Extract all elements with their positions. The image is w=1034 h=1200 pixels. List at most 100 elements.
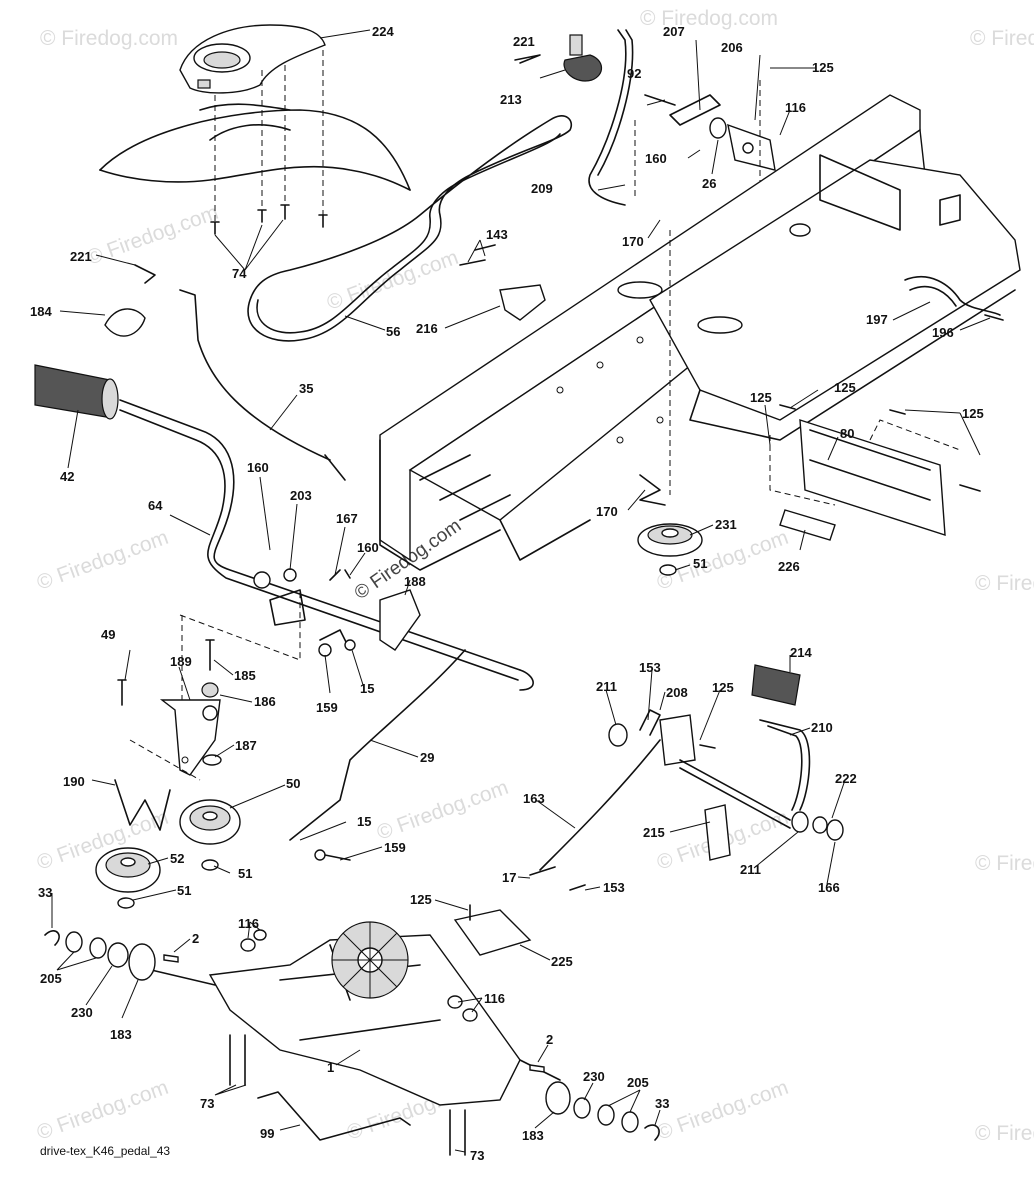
callout-230: 230 [71,1005,93,1020]
plate-189 [117,615,222,781]
watermark-text: © Firedog.com [640,7,778,30]
right-axle-hardware [447,995,660,1141]
watermark-text: © Firedog.com [34,526,172,595]
callout-221: 221 [513,34,535,49]
callout-15-b: 15 [357,814,371,829]
lift-linkage [179,568,421,661]
rod-99 [257,1091,411,1141]
callout-35: 35 [299,381,313,396]
callout-73: 73 [200,1096,214,1111]
callout-99: 99 [260,1126,274,1141]
callouts: 224 221 213 207 206 125 92 116 160 26 20… [30,24,984,1163]
callout-51: 51 [693,556,707,571]
callout-125-c: 125 [750,390,772,405]
callout-125-e: 125 [712,680,734,695]
callout-15: 15 [360,681,374,696]
callout-211: 211 [596,679,617,694]
pedal-assembly [608,664,844,861]
lever-rod-209 [588,29,634,206]
callout-1: 1 [327,1060,334,1075]
callout-166: 166 [818,880,840,895]
leader-lines [51,29,991,1153]
diagram-caption: drive-tex_K46_pedal_43 [40,1144,170,1158]
callout-153-b: 153 [603,880,625,895]
handle-grip-42 [34,364,119,420]
pulley-50 [179,799,241,871]
left-axle-hardware [44,929,267,981]
callout-205: 205 [40,971,62,986]
callout-183-b: 183 [522,1128,544,1143]
callout-50: 50 [286,776,300,791]
callout-207: 207 [663,24,685,39]
watermark-text: © Firedog.com [34,1076,172,1145]
rod-29 [289,649,466,861]
callout-74: 74 [232,266,247,281]
callout-51-c: 51 [238,866,252,881]
callout-125-b: 125 [834,380,856,395]
callout-209: 209 [531,181,553,196]
callout-214: 214 [790,645,812,660]
callout-153: 153 [639,660,661,675]
callout-222: 222 [835,771,857,786]
watermark-text: © Firedog.com [975,852,1034,875]
callout-116-b: 116 [238,916,259,931]
callout-210: 210 [811,720,833,735]
callout-230-b: 230 [583,1069,605,1084]
rod-197 [904,275,1004,321]
callout-17: 17 [502,870,516,885]
callout-213: 213 [500,92,522,107]
callout-231: 231 [715,517,737,532]
transaxle-1 [129,921,561,1156]
callout-29: 29 [420,750,434,765]
callout-160-b: 160 [247,460,269,475]
watermark-text: © Firedog.com [975,1122,1034,1145]
callout-203: 203 [290,488,312,503]
bracket-216 [459,244,546,321]
callout-159: 159 [316,700,338,715]
rod-163 [529,739,661,891]
callout-190: 190 [63,774,85,789]
callout-125: 125 [812,60,834,75]
clip-221-left [134,264,156,284]
callout-170-b: 170 [596,504,618,519]
callout-163: 163 [523,791,545,806]
callout-226: 226 [778,559,800,574]
callout-92: 92 [627,66,641,81]
callout-33-b: 33 [655,1096,669,1111]
callout-167: 167 [336,511,358,526]
knob-213 [514,34,603,82]
callout-2: 2 [192,931,199,946]
callout-187: 187 [235,738,257,753]
lift-rod-64 [119,399,534,691]
callout-224: 224 [372,24,394,39]
watermark-text: © Firedog.com [84,201,222,270]
main-frame [379,94,1021,571]
callout-211-b: 211 [740,862,761,877]
callout-159-b: 159 [384,840,406,855]
callout-52: 52 [170,851,184,866]
callout-216: 216 [416,321,438,336]
callout-186: 186 [254,694,276,709]
callout-160-c: 160 [357,540,379,555]
watermark-text: © Firedog.com [975,572,1034,595]
cable-35 [179,289,346,481]
bracket-80 [769,404,981,541]
callout-183: 183 [110,1027,132,1042]
spring-190 [114,779,171,831]
callout-125-f: 125 [410,892,432,907]
callout-184: 184 [30,304,52,319]
shield-225 [453,904,532,956]
callout-51-b: 51 [177,883,191,898]
callout-143: 143 [486,227,508,242]
callout-116-c: 116 [484,991,505,1006]
callout-170: 170 [622,234,644,249]
callout-49: 49 [101,627,115,642]
screws-74 [210,204,328,235]
fender-body [99,50,411,230]
callout-64: 64 [148,498,163,513]
callout-33: 33 [38,885,52,900]
callout-185: 185 [234,668,256,683]
callout-2-b: 2 [546,1032,553,1047]
callout-221-b: 221 [70,249,92,264]
watermark-text: © Firedog.com [970,27,1034,50]
